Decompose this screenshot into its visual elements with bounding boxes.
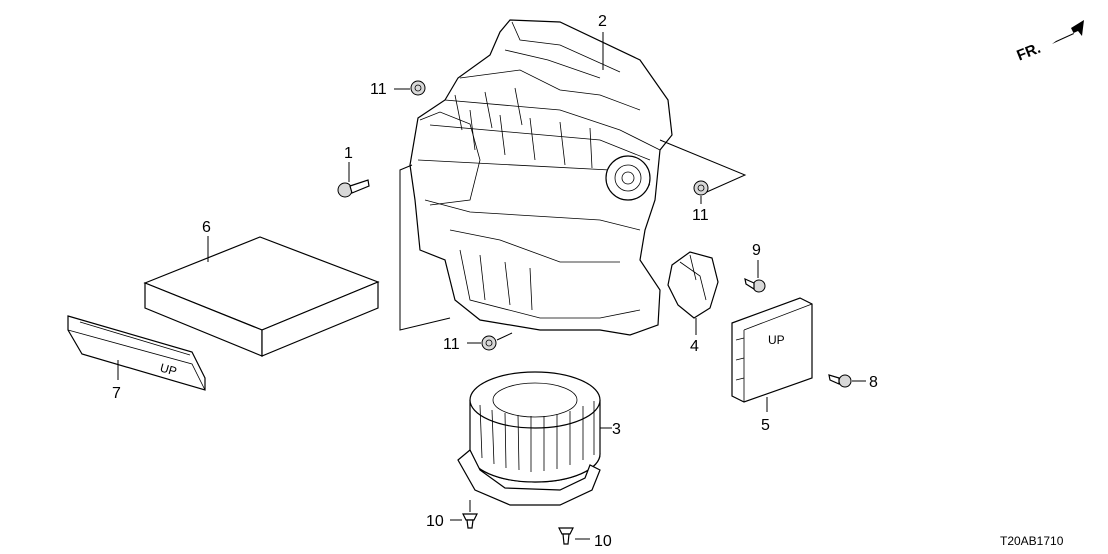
callout-10-right: 10 <box>594 533 612 550</box>
cabin-air-filter <box>143 236 380 357</box>
callout-9: 9 <box>752 242 761 259</box>
diagram-code: T20AB1710 <box>1000 534 1064 548</box>
callout-11-right: 11 <box>692 207 709 224</box>
filter-cover-up-text: UP <box>158 361 178 379</box>
callout-7: 7 <box>112 385 121 402</box>
front-arrow-icon <box>1052 20 1084 44</box>
screw-9 <box>744 260 766 293</box>
callout-4: 4 <box>690 338 699 355</box>
blower-resistor <box>667 251 719 335</box>
callout-11-bottom: 11 <box>443 336 460 353</box>
callout-2: 2 <box>598 13 607 30</box>
control-module: UP <box>731 297 813 412</box>
callout-3: 3 <box>612 421 621 438</box>
callout-6: 6 <box>202 219 211 236</box>
blower-motor-fan <box>457 371 612 506</box>
screw-10-left <box>450 500 478 529</box>
nut-11-bottom <box>467 332 513 351</box>
module-up-text: UP <box>768 333 785 347</box>
callout-8: 8 <box>869 374 878 391</box>
leader-bracket-right <box>659 139 747 196</box>
nut-11-top <box>394 80 426 96</box>
screw-8 <box>828 374 866 388</box>
screw-10-right <box>558 527 590 545</box>
leader-bracket-left <box>399 164 451 331</box>
callout-11-top: 11 <box>370 81 387 98</box>
fr-label: FR. <box>1014 40 1043 65</box>
callout-10-left: 10 <box>426 513 444 530</box>
callout-1: 1 <box>344 145 353 162</box>
callout-5: 5 <box>761 417 770 434</box>
heater-unit-housing <box>409 19 673 336</box>
front-direction-indicator: FR. <box>1014 20 1084 65</box>
screw-1 <box>337 162 370 198</box>
nut-11-right <box>693 180 709 204</box>
filter-cover: UP <box>67 315 206 391</box>
